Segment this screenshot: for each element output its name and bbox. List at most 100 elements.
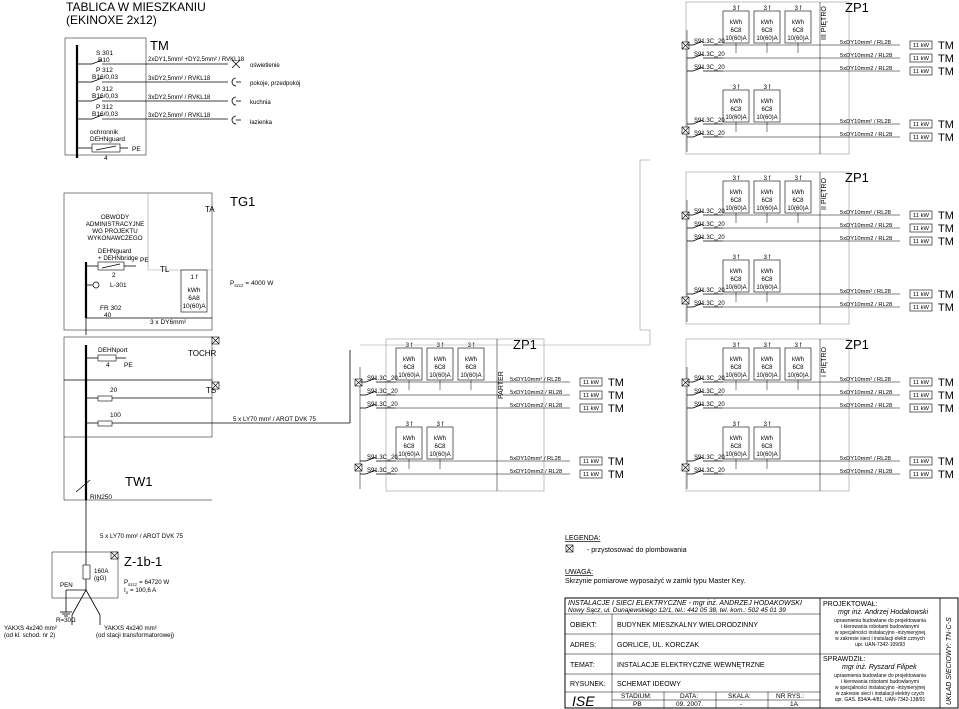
zp1-meter-text: 3 f	[406, 343, 413, 349]
zp1-meter-text: 6C8	[730, 365, 742, 371]
zp1-meter-text: kWh	[792, 357, 804, 363]
zp1-meter-text: kWh	[730, 357, 742, 363]
zp1-meter-text: 6C8	[792, 365, 804, 371]
tg1-tl-label: TL	[160, 265, 170, 274]
zp1-meter-text: 10(60)A	[429, 452, 450, 458]
zp1-meter-text: kWh	[792, 20, 804, 26]
zp1-meter-text: 6C8	[730, 277, 742, 283]
zp1-cable-label: 5xDY10mm² / RL28	[840, 289, 891, 295]
zp1-meter-text: 6C8	[434, 444, 446, 450]
tg1-ta-label: TA	[205, 205, 215, 214]
tb-stadium: PB	[633, 701, 642, 708]
tb-designer-line1: uprawnienia budowlane do projektowania	[834, 618, 926, 624]
zp1-meter-text: kWh	[403, 436, 415, 442]
tm-device-1: S 301 B10 2xDY1,5mm² +DY2,5mm² / RVKL18 …	[77, 50, 280, 69]
tw1-board: TW1 RIN250	[64, 474, 212, 553]
zp1-cable-label: 5xDY10mm² / RL28	[840, 210, 891, 216]
flat-tm-label: TM	[938, 223, 954, 235]
tochr-twenty: 20	[110, 387, 118, 394]
seal-marker	[354, 463, 363, 472]
zp1-breaker: S91.3Cxx20	[694, 468, 725, 475]
zp1-meter-text: 3 f	[795, 343, 802, 349]
zp1-meter-text: kWh	[730, 190, 742, 196]
tb-data-h: DATA:	[680, 693, 698, 700]
zp1-meter-text: kWh	[761, 99, 773, 105]
zp1-meter-text: 10(60)A	[398, 452, 419, 458]
tm-device-3-load: kuchnia	[250, 100, 271, 106]
tochr-dehnport: DEHNport	[98, 347, 128, 354]
lamp-icon	[231, 59, 241, 69]
tg1-two-label: 2	[112, 272, 116, 279]
tb-checker: mgr inż. Ryszard Filipek	[842, 664, 917, 671]
tb-designer-line4: w zakresie sieci i instalacji elektr.czm…	[835, 636, 925, 642]
flat-tm-label: TM	[938, 469, 954, 481]
legend-seal-text: - przystosować do plombowania	[587, 547, 687, 554]
tm-device-1-cable: 2xDY1,5mm² +DY2,5mm² / RVKL18	[148, 57, 245, 63]
tb-label-adres: ADRES:	[570, 642, 596, 649]
tb-value-adres: GORLICE, UL. KORCZAK	[617, 642, 699, 649]
flat-power: 11 kW	[913, 292, 930, 298]
flat-power: 11 kW	[913, 69, 930, 75]
zp1-meter-text: 3 f	[764, 85, 771, 91]
z1b1-fuse-1: 160A	[94, 568, 109, 575]
zp1-meter-text: 6C8	[434, 365, 446, 371]
zp1-meter-text: 3 f	[764, 422, 771, 428]
seal-marker	[681, 126, 690, 135]
flat-tm-label: TM	[938, 236, 954, 248]
flat-tm-label: TM	[938, 456, 954, 468]
flat-tm-label: TM	[938, 132, 954, 144]
zp1-cable-label: 5xDY10mm2 / RL28	[840, 223, 892, 229]
zp1-meter-text: 10(60)A	[725, 115, 746, 121]
tb-label-obiekt: OBIEKT:	[570, 622, 597, 629]
flat-power: 11 kW	[583, 393, 600, 399]
tb-address: Nowy Sącz, ul. Dunajewskiego 12/1, tel.:…	[568, 607, 786, 614]
flat-power: 11 kW	[913, 122, 930, 128]
zp1-label: ZP1	[845, 170, 869, 185]
tb-network-system: UKŁAD SIECIOWY: TN-C-S	[946, 617, 953, 705]
flat-tm-label: TM	[938, 119, 954, 131]
zp1-cable-label: 5xDY10mm2 / RL28	[840, 469, 892, 475]
zp1-meter-text: 10(60)A	[787, 373, 808, 379]
zp1-meter-text: 6C8	[761, 365, 773, 371]
tb-designer-line5: upr. UAN-7342-109/93	[855, 642, 905, 648]
zp1-meter-text: 10(60)A	[460, 373, 481, 379]
zp1-cable-label: 5xDY10mm² / RL28	[840, 377, 891, 383]
flat-tm-label: TM	[938, 377, 954, 389]
seal-marker	[681, 211, 690, 220]
zp1-meter-text: 6C8	[761, 107, 773, 113]
tg1-board: TG1 TA TL OBWODY ADMINISTRACYJNE WG PROJ…	[63, 192, 274, 335]
tm-surge-protector: ochronnik DEHNguard PE 4	[77, 129, 141, 162]
z1b1-current: Is= 100,6 A	[124, 587, 157, 595]
zp1-meter-text: kWh	[403, 357, 415, 363]
tm-device-3: P 312 B16/0,03 3xDY2,5mm² / RVKL18 kuchn…	[77, 86, 271, 106]
floor-label: I PIĘTRO	[821, 346, 828, 377]
zp1-meter-text: 6C8	[792, 198, 804, 204]
tm-board: TM S 301 B10 2xDY1,5mm² +DY2,5mm² / RVKL…	[64, 37, 300, 162]
tochr-four: 4	[106, 362, 110, 369]
flat-tm-label: TM	[938, 40, 954, 52]
zp1-meter-text: 10(60)A	[756, 373, 777, 379]
flat-power: 11 kW	[583, 380, 600, 386]
seal-marker	[681, 41, 690, 50]
zp1-breaker: S91.3Cxx20	[367, 376, 398, 383]
zp1-breaker: S91.3Cxx20	[694, 235, 725, 242]
socket-icon	[231, 96, 241, 106]
zp1-breaker: S91.3Cxx20	[694, 209, 725, 216]
tm-device-3-rating: B16/0,03	[92, 93, 118, 100]
zp1-breaker: S91.3Cxx20	[367, 455, 398, 462]
flat-power: 11 kW	[913, 43, 930, 49]
z1b1-connection-box: 5 x LY70 mm² / AROT DVK 75 Z-1b-1 160A (…	[4, 533, 184, 639]
zp1-meter-text: 10(60)A	[725, 206, 746, 212]
zp1-meter-text: 3 f	[795, 6, 802, 12]
zp1-meter-text: 6C8	[761, 28, 773, 34]
zp1-cable-label: 5xDY10mm² / RL28	[840, 40, 891, 46]
zp1-label: ZP1	[845, 337, 869, 352]
floor-label: III PIĘTRO	[821, 6, 828, 40]
flat-power: 11 kW	[913, 380, 930, 386]
flat-tm-label: TM	[938, 210, 954, 222]
seal-marker	[681, 463, 690, 472]
zp1-meter-text: 10(60)A	[756, 36, 777, 42]
zp1-meter-text: 3 f	[733, 343, 740, 349]
